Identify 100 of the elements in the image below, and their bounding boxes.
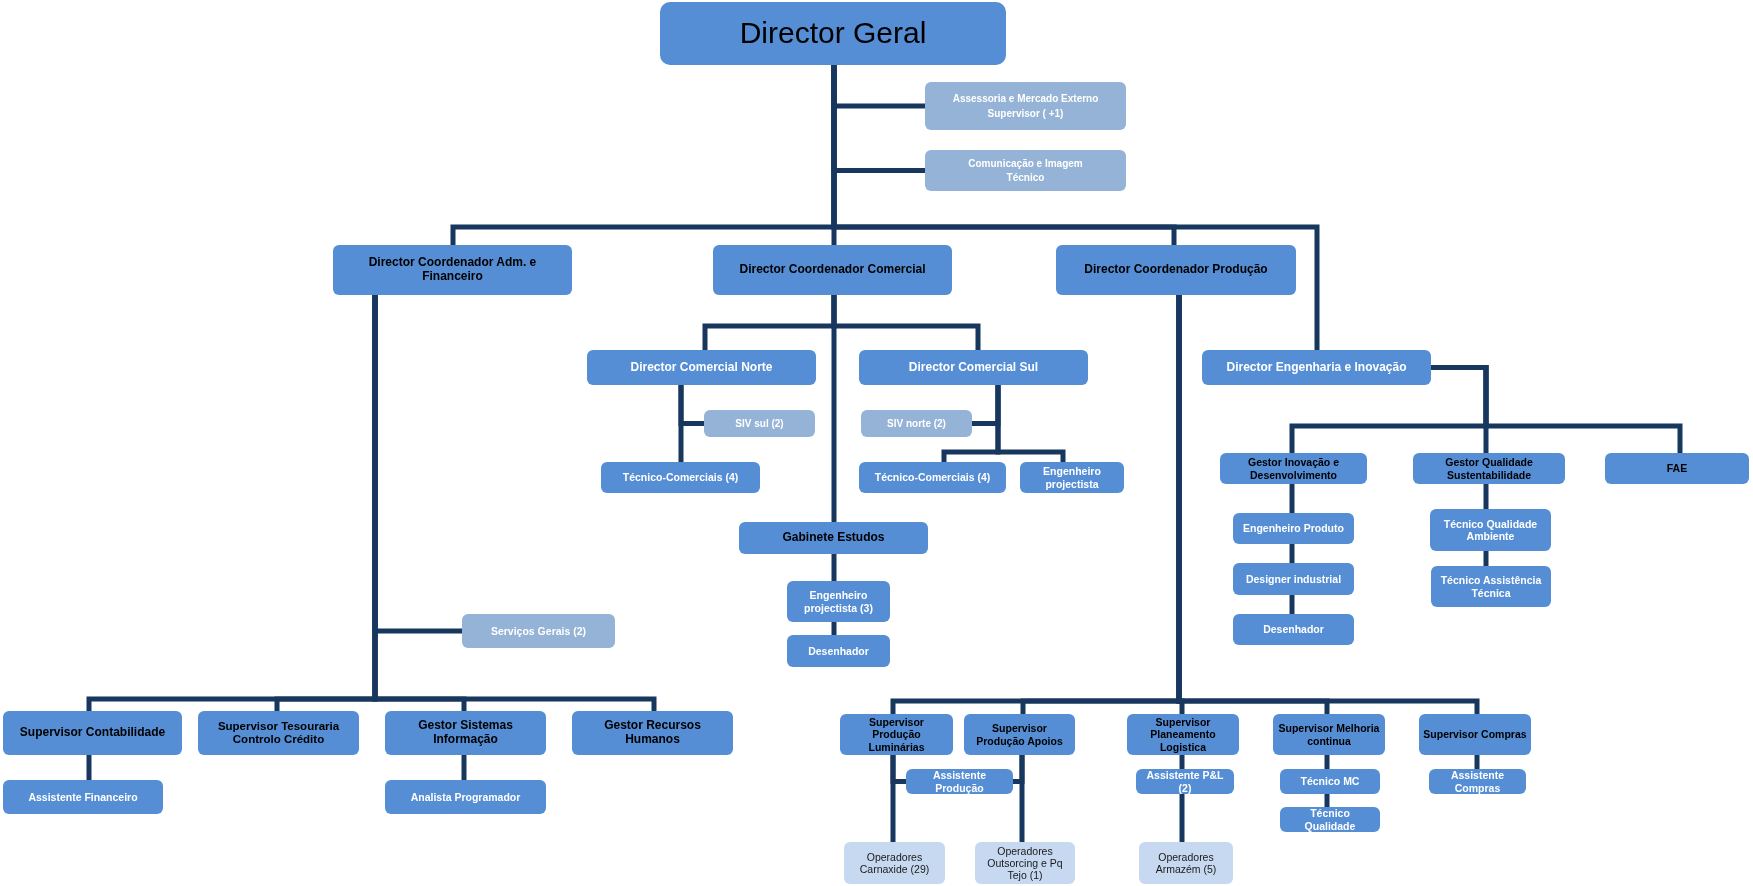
position-title: Operadores Carnaxide (29)	[858, 850, 931, 876]
position-title: Supervisor ( +1)	[987, 107, 1064, 119]
position-box	[859, 350, 1088, 385]
position-box	[713, 245, 952, 295]
position-title: Comunicação e Imagem	[968, 157, 1083, 169]
connector-line	[831, 554, 837, 581]
position-title: Director Comercial Norte	[630, 360, 773, 375]
position-box	[1233, 513, 1354, 544]
position-title: Director Geral	[739, 16, 927, 51]
position-box	[1127, 714, 1239, 755]
connector-line	[1176, 295, 1480, 714]
position-box	[333, 245, 572, 295]
position-box	[1202, 350, 1431, 385]
connector-line	[1019, 755, 1025, 842]
position-title: Director Coordenador Produção	[1084, 263, 1268, 277]
position-title: Técnico	[1006, 172, 1045, 184]
position-box	[1419, 714, 1531, 755]
position-title: Assistente Financeiro	[28, 790, 138, 804]
position-box	[964, 714, 1075, 755]
position-box	[1413, 453, 1565, 484]
connector-line	[372, 295, 657, 711]
connector-line	[1483, 484, 1489, 509]
position-box	[787, 581, 890, 622]
position-box	[1056, 245, 1296, 295]
position-title: Engenheiro projectista (3)	[803, 589, 874, 614]
position-box	[859, 462, 1006, 493]
position-title: Operadores Outsorcing e Pq Tejo (1)	[986, 844, 1064, 882]
position-box	[385, 780, 546, 814]
position-title: Gestor Inovação e Desenvolvimento	[1246, 456, 1340, 481]
position-title: Técnico-Comerciais (4)	[874, 471, 991, 484]
position-title: Técnico Assistência Técnica	[1439, 574, 1543, 599]
position-title: Técnico Qualidade Ambiente	[1442, 517, 1539, 543]
position-box	[975, 842, 1075, 884]
position-title: Assessoria e Mercado Externo	[952, 93, 1099, 105]
position-title: Supervisor Planeamento Logistica	[1149, 716, 1217, 753]
position-box	[1136, 769, 1234, 794]
connector-line	[678, 385, 684, 462]
connector-line	[461, 755, 467, 780]
position-title: Assistente P&L (2)	[1145, 769, 1225, 794]
position-box	[844, 842, 945, 884]
position-title: Assistente Compras	[1449, 769, 1506, 794]
position-title: Serviços Gerais (2)	[490, 624, 587, 638]
position-box	[1020, 462, 1124, 493]
connector-line	[86, 755, 92, 780]
position-box	[787, 635, 890, 667]
position-title: Técnico-Comerciais (4)	[622, 471, 739, 484]
position-box	[861, 410, 972, 437]
position-title: FAE	[1666, 462, 1688, 475]
position-box	[572, 711, 733, 755]
position-title: Assistente Produção	[931, 769, 988, 794]
position-title: Director Coordenador Adm. e Financeiro	[367, 256, 538, 284]
position-box	[1605, 453, 1749, 484]
position-box	[1233, 614, 1354, 645]
position-box	[385, 711, 546, 755]
position-box	[739, 522, 928, 554]
connector-line	[1431, 365, 1683, 453]
position-box	[1430, 509, 1551, 551]
position-title: Técnico Qualidade	[1303, 807, 1357, 832]
position-box	[1139, 842, 1233, 884]
position-title: Desenhador	[808, 644, 869, 658]
position-title: Supervisor Produção Luminárias	[867, 716, 926, 753]
position-title: Supervisor Tesouraria Controlo Crédito	[216, 719, 341, 747]
position-title: Director Comercial Sul	[908, 360, 1039, 375]
connector-line	[995, 385, 1066, 462]
position-box	[925, 82, 1126, 130]
position-title: Desenhador	[1263, 623, 1324, 636]
connector-line	[1289, 595, 1295, 614]
position-title: Operadores Armazém (5)	[1154, 850, 1218, 876]
position-box	[1280, 769, 1380, 794]
position-box	[704, 410, 815, 437]
connector-line	[1289, 544, 1295, 563]
position-title: Supervisor Contabilidade	[19, 726, 166, 740]
position-box	[601, 462, 760, 493]
connector-line	[1474, 755, 1480, 769]
connector-line	[890, 755, 896, 842]
position-title: Supervisor Compras	[1423, 728, 1527, 741]
position-title: Director Coordenador Comercial	[739, 263, 926, 277]
connector-line	[1179, 794, 1185, 842]
position-title: Engenheiro projectista	[1042, 465, 1102, 490]
position-title: Designer industrial	[1245, 572, 1342, 586]
connector-line	[831, 295, 837, 522]
position-box	[3, 711, 182, 755]
position-box	[1233, 563, 1354, 595]
position-box	[587, 350, 816, 385]
position-title: Director Engenharia e Inovação	[1226, 360, 1407, 375]
position-box	[3, 780, 163, 814]
connector-line	[1483, 551, 1489, 566]
position-box	[1220, 453, 1367, 484]
position-title: Técnico MC	[1300, 775, 1360, 788]
position-title: Analista Programador	[410, 790, 521, 804]
position-box	[1280, 807, 1380, 832]
position-title: Supervisor Produção Apoios	[975, 722, 1064, 747]
position-box	[840, 714, 953, 755]
position-box	[925, 150, 1126, 191]
position-box	[1429, 769, 1526, 794]
position-box	[198, 711, 359, 755]
position-title: Gabinete Estudos	[782, 531, 885, 545]
position-title: Gestor Qualidade Sustentabilidade	[1444, 456, 1534, 481]
position-title: Supervisor Melhoria continua	[1277, 722, 1381, 747]
position-title: SIV norte (2)	[887, 417, 946, 430]
